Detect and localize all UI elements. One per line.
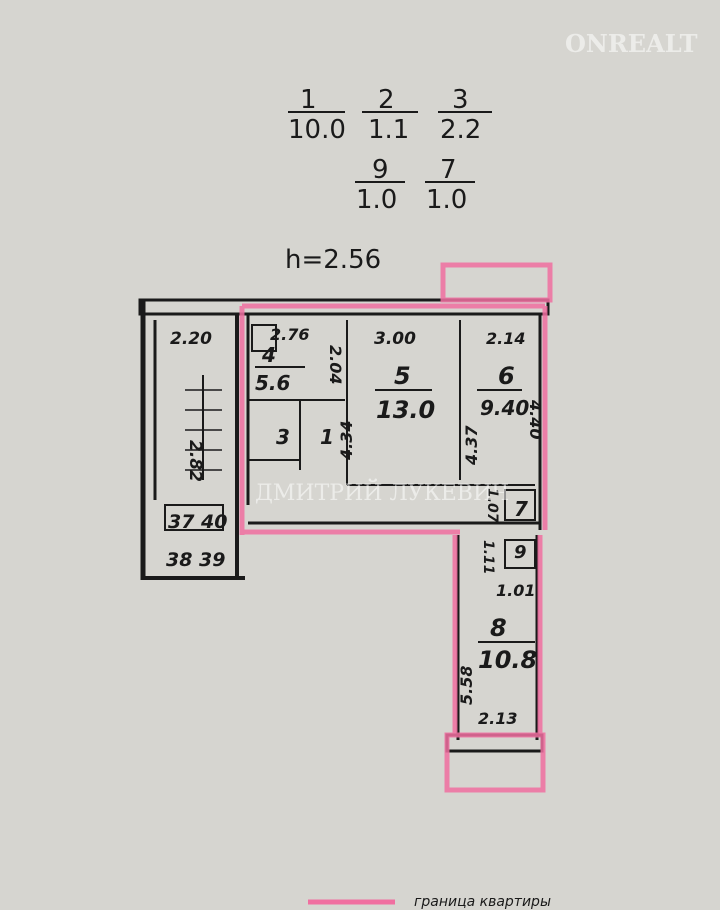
summary-room-number: 9 (372, 155, 389, 185)
room5-number: 5 (394, 362, 411, 390)
room9-number: 9 (514, 542, 527, 563)
room8-area: 10.8 (478, 646, 537, 674)
room7-number: 7 (514, 497, 528, 521)
room6-width: 2.14 (486, 329, 525, 348)
summary-room-number: 2 (378, 85, 395, 115)
room4-width: 2.76 (270, 325, 309, 344)
summary-room-area: 1.0 (426, 185, 467, 215)
room-summary: 1 10.0 2 1.1 3 2.2 9 1.0 7 1.0 h=2.56 (285, 85, 492, 275)
room4-area: 5.6 (255, 371, 291, 395)
summary-room-area: 1.1 (368, 115, 409, 145)
staircase-width: 2.20 (170, 329, 212, 349)
apartment-boundary (239, 262, 553, 793)
room8-width: 2.13 (478, 709, 517, 728)
room7-dim: 1.07 (484, 488, 500, 523)
room-labels: 2.20 2.82 37 40 38 39 2.76 4 5.6 2.04 3.… (166, 325, 545, 728)
room3-number: 3 (276, 425, 290, 449)
room1-number: 1 (320, 425, 334, 449)
summary-room-number: 3 (452, 85, 469, 115)
room8-length: 5.58 (457, 666, 476, 705)
room5-width: 3.00 (374, 329, 416, 349)
summary-room-number: 7 (440, 155, 457, 185)
room9-width: 1.01 (496, 581, 535, 600)
staircase-length: 2.82 (185, 440, 205, 482)
agency-watermark: ONREALT (565, 29, 698, 58)
author-watermark: ДМИТРИЙ ЛУКЕВИЧ (255, 478, 509, 506)
room5-area: 13.0 (376, 396, 435, 424)
landing-label-bottom: 38 39 (166, 549, 226, 571)
room4-depth: 2.04 (326, 345, 345, 384)
room4-number: 4 (261, 343, 276, 367)
room6-area: 9.40 (480, 396, 529, 420)
landing-label-top: 37 40 (168, 511, 228, 533)
summary-room-area: 2.2 (440, 115, 481, 145)
room8-number: 8 (490, 614, 507, 642)
room5-depth: 4.34 (337, 421, 356, 461)
room6-depth-right: 4.40 (526, 399, 545, 439)
legend-label: граница квартиры (414, 894, 551, 910)
summary-room-number: 1 (300, 85, 317, 115)
legend: граница квартиры (308, 894, 551, 910)
room9-dim: 1.11 (480, 540, 496, 575)
ceiling-height: h=2.56 (285, 245, 381, 275)
summary-room-area: 10.0 (288, 115, 346, 145)
room6-depth-left: 4.37 (462, 425, 481, 466)
summary-room-area: 1.0 (356, 185, 397, 215)
room6-number: 6 (498, 362, 515, 390)
